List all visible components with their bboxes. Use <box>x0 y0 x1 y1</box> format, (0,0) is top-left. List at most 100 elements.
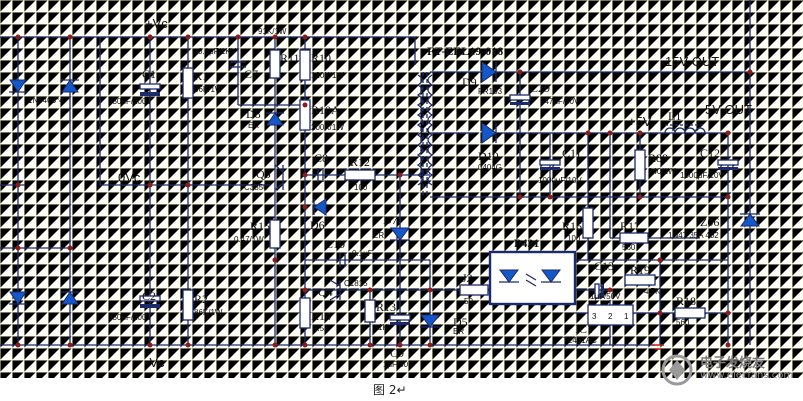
label-bridge: 1N5406*4 <box>28 96 64 105</box>
label-d5: D5 <box>453 315 468 329</box>
label-q3: Q3 <box>256 167 271 181</box>
value-r2: 86K/1W <box>194 308 223 317</box>
label-p421: P421 <box>514 236 539 250</box>
value-r11: 91K/1W <box>258 27 287 36</box>
label-5v-out: 5V OUT <box>705 102 752 117</box>
value-j2: 50 <box>464 297 473 306</box>
label-d10: D10 <box>478 149 499 163</box>
label-transformer: FT-EEL19-018 <box>427 44 503 58</box>
ground-icon <box>652 344 664 350</box>
resistors <box>182 49 706 329</box>
value-r12: 100 <box>354 183 368 192</box>
value-c13: 1μF/50V <box>590 292 621 301</box>
label-r10: R10 <box>311 51 331 65</box>
value-r88: 240/1W <box>648 167 676 176</box>
label-vc-minus: -Vc <box>145 355 165 370</box>
junction-dots <box>15 34 753 348</box>
label-r88: R88 <box>648 151 668 165</box>
label-plus5v: +5V <box>628 114 652 129</box>
label-r16: R16 <box>562 219 582 233</box>
label-c1: C1 <box>142 67 156 81</box>
label-c8: C8 <box>314 151 328 165</box>
value-d7: ER <box>373 231 384 240</box>
label-r11: R11 <box>280 51 300 65</box>
figure-caption: 图 2↵ <box>373 383 407 397</box>
value-c2: 330μF/200V <box>108 313 152 322</box>
value-d5: ER <box>453 327 464 336</box>
label-z06: Z06 <box>700 215 719 229</box>
transformer <box>416 72 434 195</box>
value-d10: 0404G <box>478 163 502 172</box>
label-l1: L1 <box>668 109 681 123</box>
value-r14: 1.5K <box>313 324 330 333</box>
capacitors-small <box>230 61 739 325</box>
inductor-l1 <box>664 124 706 134</box>
value-ic1: TL431AC <box>563 336 597 345</box>
value-c10: 0.1μF <box>352 249 373 258</box>
value-r16: 100 <box>567 234 581 243</box>
value-d9: FR103 <box>478 87 503 96</box>
label-r10a: R10A <box>311 103 340 117</box>
ic1-pin1: 1 <box>624 312 629 321</box>
value-r15: 0.47/1W <box>234 235 264 244</box>
label-ic1: IC1 <box>575 322 593 336</box>
label-r2: R2 <box>194 292 208 306</box>
value-q4: C1815 <box>344 279 368 288</box>
label-r17: R17 <box>620 219 640 233</box>
label-c9: C9 <box>390 346 404 360</box>
value-r10: 120K/1W <box>311 71 344 80</box>
label-c11: C11 <box>562 146 582 160</box>
caption-bar <box>0 378 803 401</box>
value-d8: ER <box>248 121 259 130</box>
optocoupler-p421 <box>488 250 577 306</box>
capacitors-input <box>139 83 161 308</box>
value-c9: 1μF/50V <box>383 360 414 369</box>
value-z06: 1N47 35A 402 <box>668 231 719 240</box>
label-c10: C10 <box>325 237 345 251</box>
label-r19: R19 <box>630 263 650 277</box>
value-q3: C3856 <box>244 183 268 192</box>
label-15v-out: 15V OUT <box>665 54 719 69</box>
label-r14: R14 <box>311 309 331 323</box>
circuit-schematic: +Vc 0Vc -Vc 1N5406*4 C1 330μF/200V C2 33… <box>0 0 803 378</box>
label-d6: D6 <box>310 218 325 232</box>
diodes <box>266 61 760 328</box>
value-r1: 86K/1W <box>194 85 223 94</box>
watermark-url: www.elecfans.com <box>700 370 794 381</box>
value-r10a: 200K/1W <box>311 123 344 132</box>
label-c2: C2 <box>142 289 156 303</box>
transistors <box>274 164 341 301</box>
label-q4: Q4 <box>318 285 333 299</box>
value-r17: 560 <box>622 243 636 252</box>
label-r18: R18 <box>676 294 696 308</box>
value-r18: 560 <box>676 318 690 327</box>
label-c29: C29 <box>530 81 550 95</box>
label-d7: D7 <box>383 213 398 227</box>
ic1-pin2: 2 <box>608 312 613 321</box>
label-r1: R1 <box>194 69 208 83</box>
value-r19: 4.7K <box>644 287 661 296</box>
label-r15: R15 <box>250 219 270 233</box>
label-d9: D9 <box>462 75 477 89</box>
bridge-diodes <box>9 79 79 305</box>
label-c7: C7 <box>244 67 258 81</box>
watermark-logo <box>661 354 693 386</box>
label-c12: C12 <box>700 146 720 160</box>
component-labels: +Vc 0Vc -Vc 1N5406*4 C1 330μF/200V C2 33… <box>28 16 752 370</box>
label-vc-plus: +Vc <box>145 16 168 31</box>
label-j2: J2 <box>462 271 473 285</box>
value-c7: 0.1μF/1KV <box>198 47 237 56</box>
label-c13: C13 <box>594 259 614 273</box>
value-c12: 1000μF/10V <box>680 171 724 180</box>
value-c29: 547μF/50V <box>540 97 580 106</box>
ic1-pin3: 3 <box>592 312 597 321</box>
label-r13: R13 <box>376 300 396 314</box>
ic1-tl431 <box>587 304 634 326</box>
label-0vc: 0Vc <box>118 170 141 185</box>
value-c1: 330μF/200V <box>108 97 152 106</box>
label-d8: D8 <box>246 107 261 121</box>
value-c11: 1000μF/10V <box>538 176 582 185</box>
value-r13: 1K <box>378 323 388 332</box>
watermark-name: 电子发烧友 <box>700 356 766 371</box>
